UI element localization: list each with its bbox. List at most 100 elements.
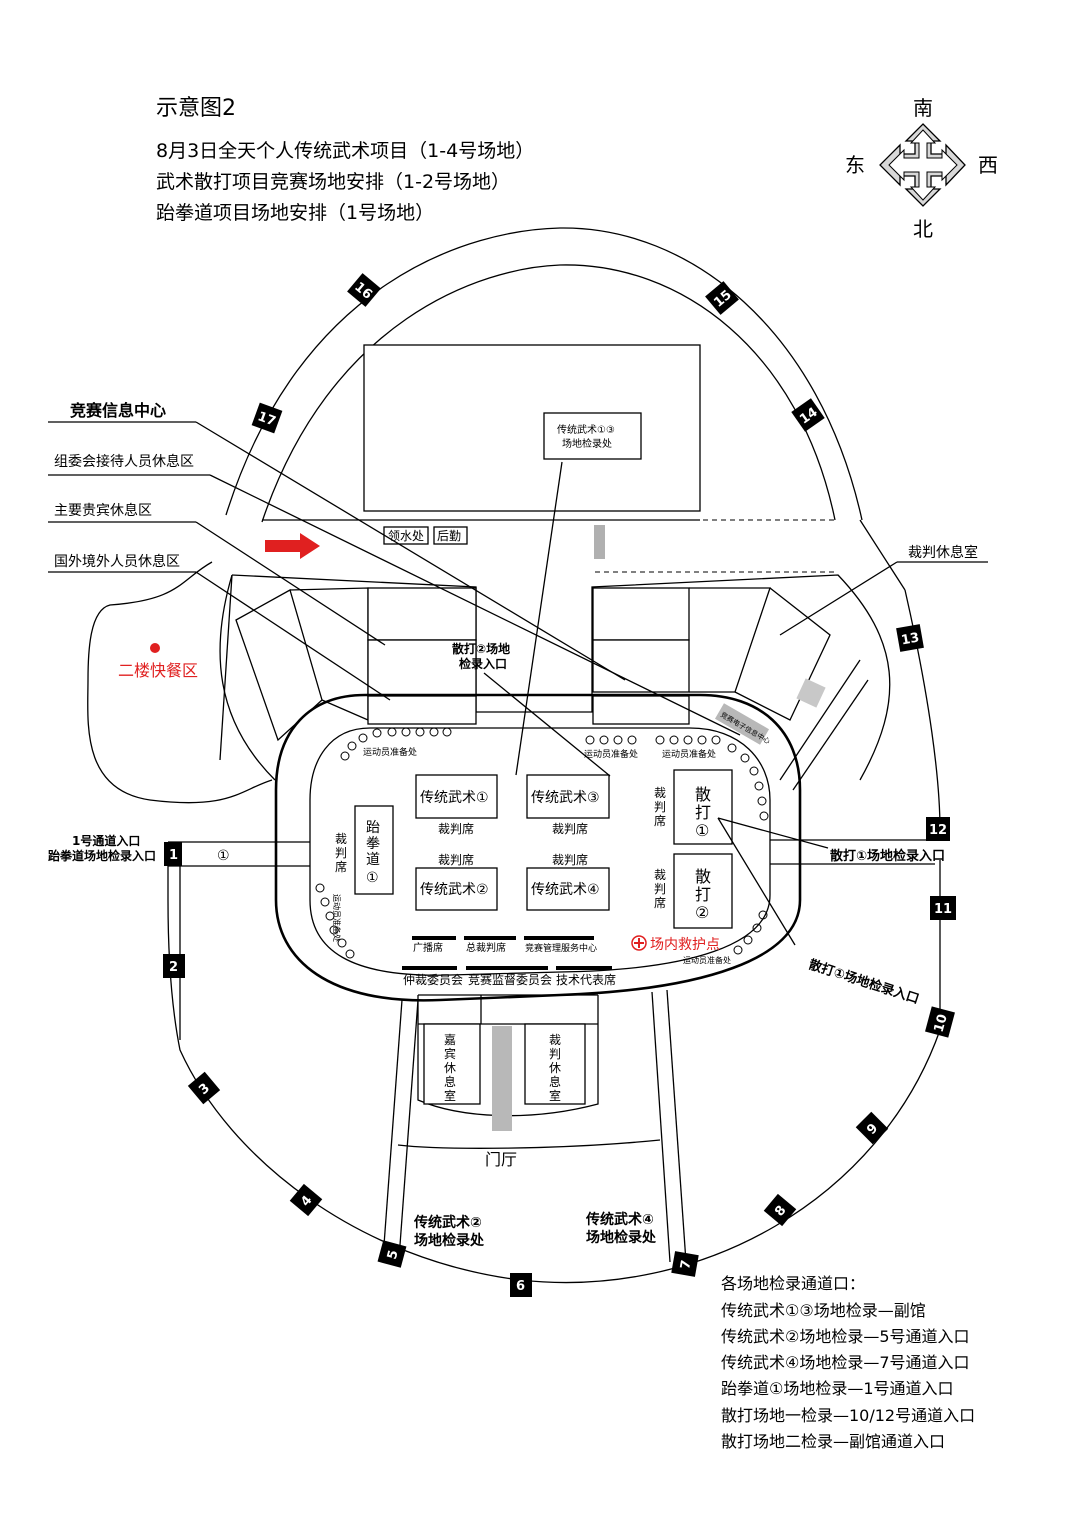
svg-text:裁: 裁 bbox=[549, 1033, 561, 1047]
gate-1: 1 bbox=[164, 842, 182, 866]
svg-text:裁: 裁 bbox=[654, 868, 666, 882]
gate1-label-line2: 跆拳道场地检录入口 bbox=[48, 848, 156, 863]
lobby-label: 门厅 bbox=[485, 1150, 517, 1169]
management-center-seat: 竞赛管理服务中心 bbox=[525, 942, 597, 954]
svg-text:室: 室 bbox=[549, 1088, 561, 1103]
referee-lounge-label: 裁判休息室 bbox=[908, 544, 978, 561]
wushu4-checkin-line1: 传统武术④ bbox=[585, 1211, 654, 1228]
chief-referee-seat: 总裁判席 bbox=[466, 941, 506, 954]
svg-text:休: 休 bbox=[444, 1061, 456, 1075]
svg-text:6: 6 bbox=[516, 1279, 525, 1294]
gate-7: 7 bbox=[671, 1251, 699, 1277]
wushu13-checkin-line2: 场地检录处 bbox=[562, 437, 612, 450]
svg-text:判: 判 bbox=[654, 800, 666, 814]
svg-text:休: 休 bbox=[549, 1061, 561, 1075]
legend-item-2: 传统武术②场地检录—5号通道入口 bbox=[721, 1327, 970, 1346]
wushu-area-2 bbox=[415, 867, 498, 911]
svg-text:息: 息 bbox=[549, 1074, 561, 1089]
gate-11: 11 bbox=[930, 896, 956, 920]
tech-rep-seat: 技术代表席 bbox=[556, 972, 616, 987]
taekwondo-referee-1: 裁 bbox=[335, 832, 347, 846]
sanda1-diag-entrance: 散打①场地检录入口 bbox=[807, 957, 921, 1008]
svg-text:①: ① bbox=[695, 821, 709, 840]
gate-12: 12 bbox=[926, 817, 950, 841]
svg-text:打: 打 bbox=[695, 885, 711, 904]
gray-corridor bbox=[492, 1026, 512, 1131]
svg-text:宾: 宾 bbox=[444, 1046, 456, 1061]
water-station: 领水处 bbox=[388, 529, 424, 543]
taekwondo-label-3: 道 bbox=[366, 852, 380, 868]
gate-14: 14 bbox=[791, 398, 825, 432]
athlete-prep-seats-w bbox=[315, 883, 355, 959]
taekwondo-referee-3: 席 bbox=[335, 859, 347, 874]
svg-text:10: 10 bbox=[932, 1013, 951, 1034]
svg-text:打: 打 bbox=[695, 803, 711, 822]
wushu-area-1 bbox=[415, 774, 498, 819]
main-hall-outline bbox=[231, 574, 891, 781]
sanda1-east-entrance: 散打①场地检录入口 bbox=[830, 848, 945, 864]
legend-item-1: 传统武术①③场地检录—副馆 bbox=[721, 1301, 926, 1320]
gate-13: 13 bbox=[896, 624, 924, 652]
annex-hall bbox=[363, 344, 701, 512]
svg-text:席: 席 bbox=[654, 895, 666, 910]
gray-block-north bbox=[594, 525, 605, 559]
legend-item-5: 散打场地一检录—10/12号通道入口 bbox=[721, 1406, 975, 1425]
wushu-area-2-label: 传统武术② bbox=[420, 882, 489, 898]
legend-item-4: 跆拳道①场地检录—1号通道入口 bbox=[721, 1379, 954, 1398]
athlete-prep-seats-ne bbox=[585, 735, 769, 821]
compass-east: 东 bbox=[845, 153, 865, 177]
wushu13-checkin-box bbox=[543, 412, 642, 460]
compass-north: 北 bbox=[913, 217, 933, 241]
taekwondo-label-1: 跆 bbox=[366, 820, 380, 836]
sanda-area-2 bbox=[673, 853, 733, 929]
wushu-2-referee-seat: 裁判席 bbox=[438, 852, 474, 867]
wushu-4-referee-seat: 裁判席 bbox=[552, 852, 588, 867]
gate-16: 16 bbox=[347, 273, 381, 307]
athlete-prep-nw: 运动员准备处 bbox=[363, 746, 417, 758]
guest-lounge bbox=[423, 1023, 481, 1105]
athlete-prep-w: 运动员准备处 bbox=[332, 894, 342, 942]
gate-10: 10 bbox=[925, 1006, 955, 1038]
broadcast-seat: 广播席 bbox=[413, 941, 443, 954]
athlete-prep-n1: 运动员准备处 bbox=[584, 748, 638, 760]
snack-area-label: 二楼快餐区 bbox=[118, 661, 198, 680]
athlete-prep-n2: 运动员准备处 bbox=[662, 748, 716, 760]
svg-text:散: 散 bbox=[695, 785, 711, 804]
header-line-3: 跆拳道项目场地安排（1号场地） bbox=[156, 202, 434, 224]
svg-text:裁: 裁 bbox=[654, 786, 666, 800]
athlete-prep-seats-nw bbox=[340, 727, 452, 761]
header-line-1: 8月3日全天个人传统武术项目（1-4号场地） bbox=[156, 140, 534, 162]
electronic-center-box bbox=[714, 703, 770, 745]
gate-8: 8 bbox=[763, 1193, 797, 1227]
svg-text:2: 2 bbox=[169, 960, 178, 975]
svg-text:12: 12 bbox=[929, 823, 947, 838]
inner-ring-road bbox=[261, 264, 836, 523]
svg-text:散: 散 bbox=[695, 867, 711, 886]
svg-text:17: 17 bbox=[255, 409, 277, 429]
compass-west: 西 bbox=[978, 153, 998, 177]
compass-icon bbox=[879, 123, 966, 207]
taekwondo-label-4: ① bbox=[366, 870, 379, 886]
wushu2-checkin-line2: 场地检录处 bbox=[414, 1232, 485, 1249]
legend-item-3: 传统武术④场地检录—7号通道入口 bbox=[721, 1353, 970, 1372]
svg-text:②: ② bbox=[695, 903, 709, 922]
logistics-box bbox=[433, 526, 468, 545]
sanda2-checkin-line1: 散打②场地 bbox=[452, 641, 510, 656]
wushu4-checkin-line2: 场地检录处 bbox=[586, 1229, 657, 1246]
svg-text:室: 室 bbox=[444, 1088, 456, 1103]
gray-block-east bbox=[796, 678, 826, 708]
gate-5: 5 bbox=[377, 1240, 407, 1268]
sanda2-checkin-line2: 检录入口 bbox=[459, 656, 507, 671]
svg-text:1: 1 bbox=[169, 848, 178, 863]
taekwondo-referee-2: 判 bbox=[335, 846, 347, 860]
athlete-prep-se: 运动员准备处 bbox=[683, 955, 731, 965]
wushu2-checkin-line1: 传统武术② bbox=[413, 1214, 482, 1231]
logistics: 后勤 bbox=[437, 529, 461, 543]
gate-9: 9 bbox=[855, 1111, 889, 1145]
svg-text:5: 5 bbox=[385, 1249, 402, 1262]
svg-text:嘉: 嘉 bbox=[444, 1033, 456, 1047]
compass-south: 南 bbox=[913, 96, 933, 120]
first-aid-label: 场内救护点 bbox=[650, 937, 720, 953]
svg-text:息: 息 bbox=[444, 1074, 456, 1089]
